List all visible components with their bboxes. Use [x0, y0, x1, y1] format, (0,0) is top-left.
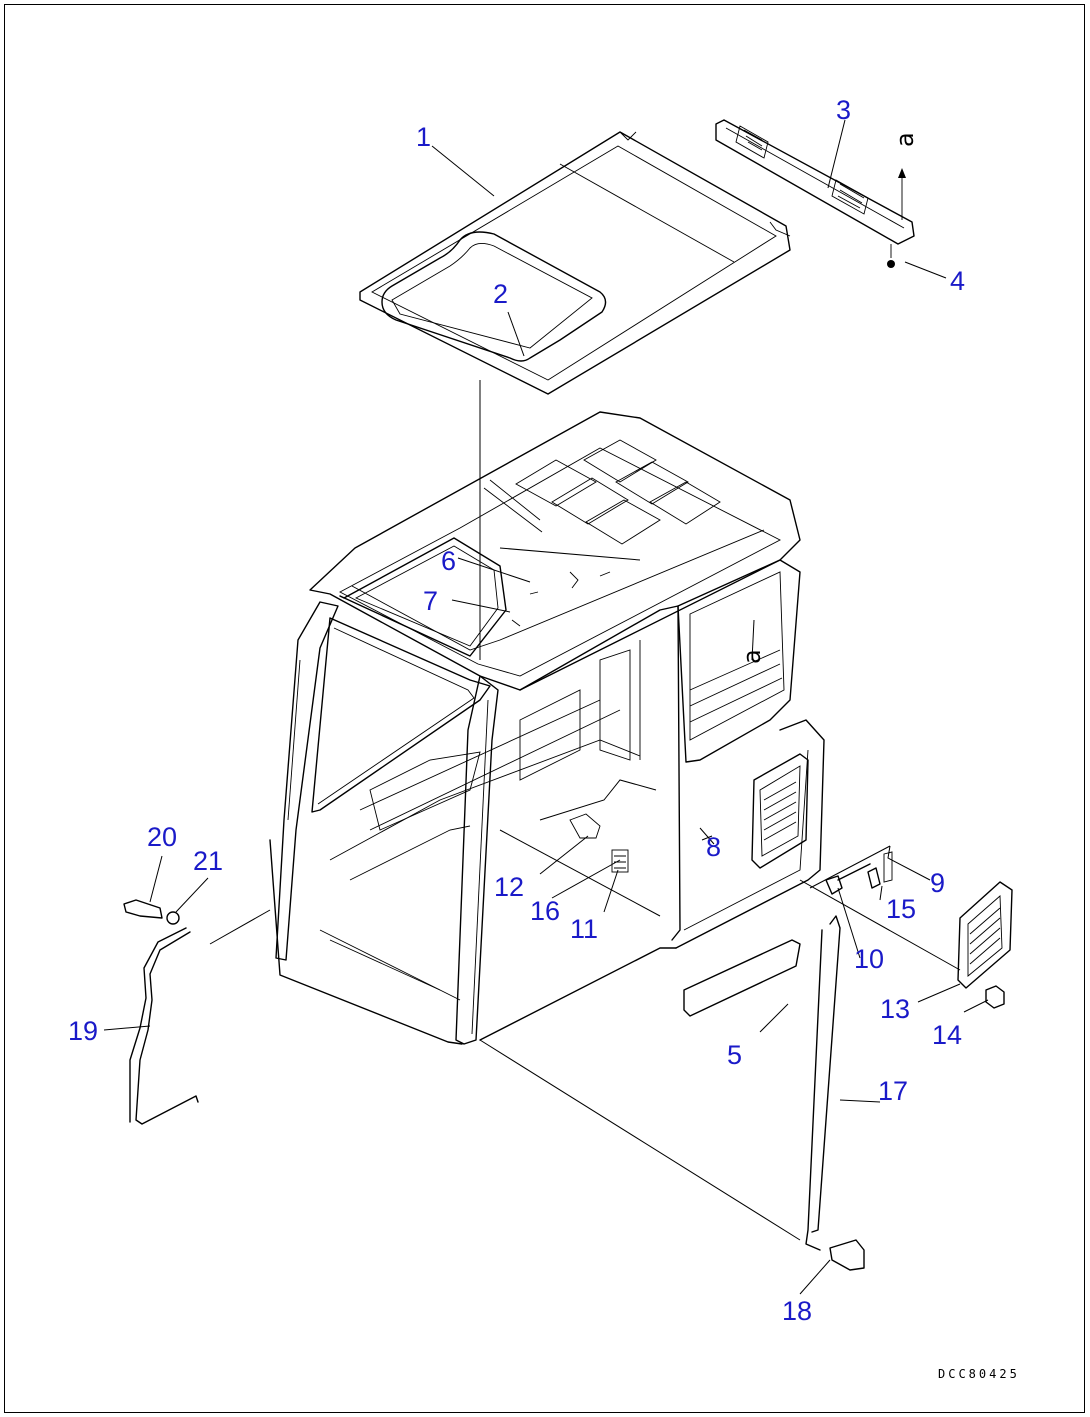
bolt-20-part: [123, 899, 163, 919]
callout-16: 16: [530, 896, 560, 926]
washer-21-part: [166, 911, 180, 925]
callout-13: 13: [880, 994, 910, 1024]
callout-20: 20: [147, 822, 177, 852]
callout-labels: 1 2 3 4 5 6 7 8 9 10 11 12 13 14 15 16 1…: [68, 95, 965, 1326]
screw-4-part: [887, 260, 895, 268]
callout-7: 7: [423, 586, 438, 616]
ref-mark-a-side: a: [738, 649, 766, 664]
callout-18: 18: [782, 1296, 812, 1326]
callout-11: 11: [570, 914, 598, 944]
floor-strip: [683, 939, 801, 1017]
callout-9: 9: [930, 868, 945, 898]
rod-17-part: [805, 915, 841, 1251]
callout-6: 6: [441, 546, 456, 576]
callout-8: 8: [706, 832, 721, 862]
callout-2: 2: [493, 279, 508, 309]
callout-15: 15: [886, 894, 916, 924]
callout-12: 12: [494, 872, 524, 902]
drawing-frame: [4, 4, 1085, 1413]
rear-trim-strip: [715, 119, 915, 245]
callout-4: 4: [950, 266, 965, 296]
callout-21: 21: [193, 846, 223, 876]
callout-17: 17: [878, 1076, 908, 1106]
callout-5: 5: [727, 1040, 742, 1070]
callout-10: 10: [854, 944, 884, 974]
drawing-code: DCC80425: [938, 1367, 1020, 1381]
bolt-14-part: [985, 985, 1005, 1009]
callout-19: 19: [68, 1016, 98, 1046]
cab-frame: [269, 411, 825, 1045]
bolt-18-part: [829, 1239, 865, 1271]
callout-1: 1: [416, 122, 431, 152]
leader-lines: [103, 119, 989, 1295]
callout-14: 14: [932, 1020, 962, 1050]
callout-3: 3: [836, 95, 851, 125]
rod-19-part: [135, 931, 199, 1125]
vent-cover: [957, 881, 1013, 989]
ref-mark-a-top: a: [891, 132, 919, 147]
roof-panel: [359, 131, 791, 395]
